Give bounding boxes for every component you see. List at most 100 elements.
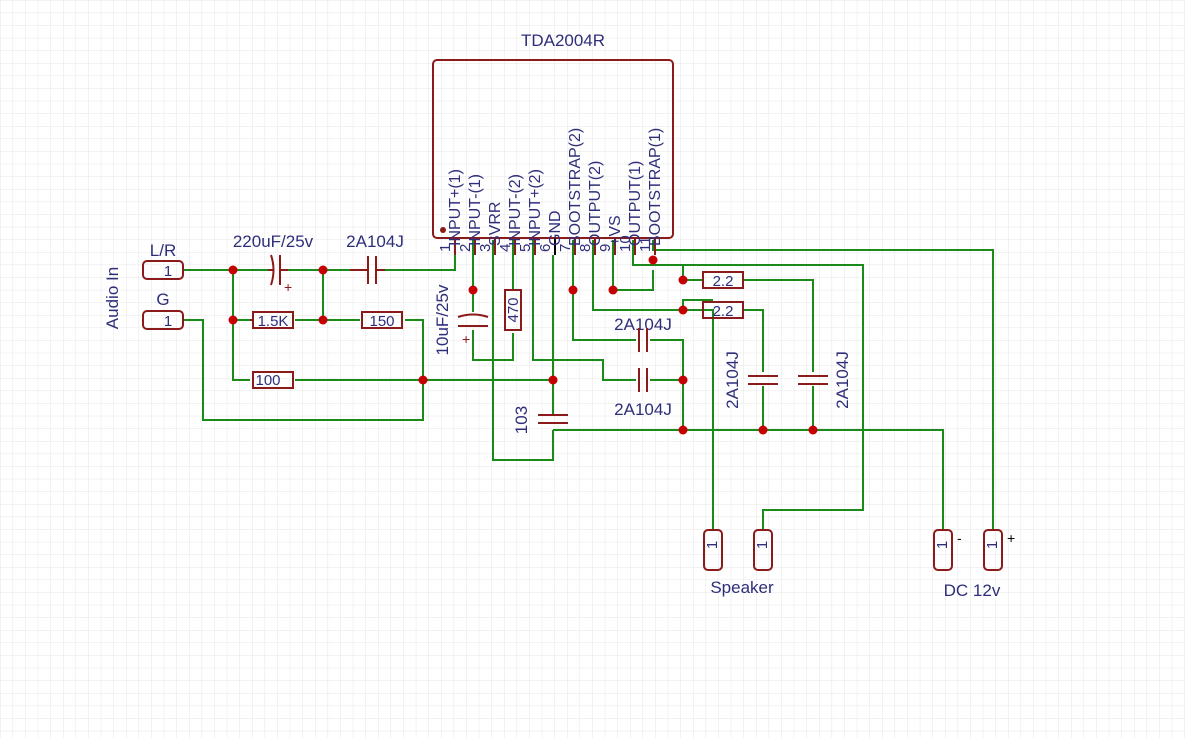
ic-pin-label-8: OUTPUT(2) (587, 161, 604, 246)
ic-pin-label-5: INPUT+(2) (527, 169, 544, 246)
ic-body (432, 59, 674, 239)
g-label: G (156, 290, 169, 309)
junction (678, 375, 688, 385)
wire-pin10-to-speaker (632, 240, 864, 530)
ic-pin-number-11: 11 (637, 236, 654, 252)
junction (678, 275, 688, 285)
ic-pin-number-3: 3 (477, 244, 494, 252)
speaker-terminal-1 (703, 529, 723, 571)
wire-pin11-to-vplus (652, 240, 994, 530)
ic-pin-label-1: INPUT+(1) (447, 169, 464, 246)
ic-pin-number-6: 6 (537, 244, 554, 252)
resistor-1-5k-label: 1.5K (258, 313, 289, 330)
resistor-100-label: 100 (255, 372, 280, 389)
wire-ground-loop (183, 319, 424, 421)
capacitor-10uf-plus: + (462, 331, 470, 347)
resistor-2-2-b-label: 2.2 (713, 303, 734, 320)
capacitor-2a104j-zobel-a-label: 2A104J (723, 351, 742, 409)
ic-pin-number-4: 4 (497, 244, 514, 252)
dc-power-connector[interactable]: 1 - 1 + DC 12v (933, 529, 1015, 600)
wire-22a-to-cap (743, 279, 814, 372)
capacitor-220uf-label: 220uF/25v (233, 232, 314, 251)
ic-pin-label-7: BOOTSTRAP(2) (567, 128, 584, 246)
lr-label: L/R (150, 241, 176, 260)
ic-pin-label-10: OUTPUT(1) (627, 161, 644, 246)
speaker-terminal-2 (753, 529, 773, 571)
junction (548, 375, 558, 385)
capacitor-103-label: 103 (512, 406, 531, 434)
power-pin-pos: 1 (984, 541, 1001, 549)
power-neg-sign: - (957, 530, 962, 546)
wire-out2-to-speaker (683, 309, 714, 530)
junction (758, 425, 768, 435)
resistor-2-2-a[interactable]: 2.2 (702, 271, 744, 290)
junction-dots (228, 255, 818, 435)
wire-pin5 (532, 240, 636, 381)
power-pos-sign: + (1007, 530, 1015, 546)
resistor-470[interactable]: 470 (504, 289, 522, 331)
resistor-2-2-b[interactable]: 2.2 (702, 301, 744, 320)
resistor-150-label: 150 (369, 313, 394, 330)
g-pin-number: 1 (164, 313, 172, 330)
capacitor-2a104j-input[interactable]: 2A104J (346, 232, 404, 284)
wire-boot2-right (650, 339, 684, 430)
ic-pin-label-9: +VS (607, 215, 624, 246)
ic-pin-number-7: 7 (557, 244, 574, 252)
junction (568, 285, 578, 295)
power-label: DC 12v (944, 581, 1001, 600)
capacitor-2a104j-zobel-b[interactable]: 2A104J (798, 351, 852, 409)
resistor-150[interactable]: 150 (361, 311, 403, 330)
resistor-2-2-a-label: 2.2 (713, 273, 734, 290)
audio-in-connector[interactable]: Audio In L/R 1 G 1 (103, 241, 184, 330)
junction (648, 255, 658, 265)
resistor-470-label: 470 (505, 297, 522, 322)
ic-pin-label-11: BOOTSTRAP(1) (647, 128, 664, 246)
capacitor-2a104j-out2-label: 2A104J (614, 400, 672, 419)
capacitor-220uf[interactable]: 220uF/25v + (233, 232, 314, 295)
junction (228, 265, 238, 275)
ic-pin1-marker (440, 227, 446, 233)
capacitor-103[interactable]: 103 (512, 406, 568, 434)
audio-in-title: Audio In (103, 267, 122, 329)
capacitor-2a104j-boot2[interactable]: 2A104J (614, 315, 672, 352)
speaker-connector[interactable]: 1 1 Speaker (703, 529, 774, 597)
wire-pin8 (592, 240, 703, 311)
capacitor-2a104j-boot2-label: 2A104J (614, 315, 672, 334)
ic-pin-number-9: 9 (597, 244, 614, 252)
ic-pin-label-6: GND (547, 210, 564, 246)
capacitor-10uf-label: 10uF/25v (433, 284, 452, 355)
resistor-1-5k[interactable]: 1.5K (250, 311, 294, 330)
ic-pin-number-2: 2 (457, 244, 474, 252)
capacitor-2a104j-input-label: 2A104J (346, 232, 404, 251)
capacitor-220uf-plus: + (284, 279, 292, 295)
junction (318, 265, 328, 275)
resistor-100[interactable]: 100 (252, 371, 294, 389)
ic-pin-label-3: SVRR (487, 202, 504, 246)
junction (418, 375, 428, 385)
speaker-pin1: 1 (704, 541, 721, 549)
capacitor-2a104j-out2[interactable]: 2A104J (614, 368, 672, 419)
ic-pin-number-1: 1 (437, 244, 454, 252)
ic-name: TDA2004R (521, 31, 605, 50)
ic-pin-label-2: INPUT-(1) (467, 174, 484, 246)
speaker-label: Speaker (710, 578, 774, 597)
wire-22b-to-cap (743, 309, 764, 372)
ic-pin-number-5: 5 (517, 244, 534, 252)
wire-pin9 (612, 240, 654, 291)
wires (183, 240, 994, 530)
capacitor-2a104j-zobel-a[interactable]: 2A104J (723, 351, 778, 409)
capacitor-10uf[interactable]: 10uF/25v + (433, 284, 489, 355)
power-terminal-neg (933, 529, 953, 571)
power-pin-neg: 1 (934, 541, 951, 549)
speaker-pin2: 1 (754, 541, 771, 549)
junction (228, 315, 238, 325)
junction (678, 305, 688, 315)
junction (468, 285, 478, 295)
power-terminal-pos (983, 529, 1003, 571)
ic-pin-label-4: INPUT-(2) (507, 174, 524, 246)
wire-pin7 (572, 240, 636, 341)
